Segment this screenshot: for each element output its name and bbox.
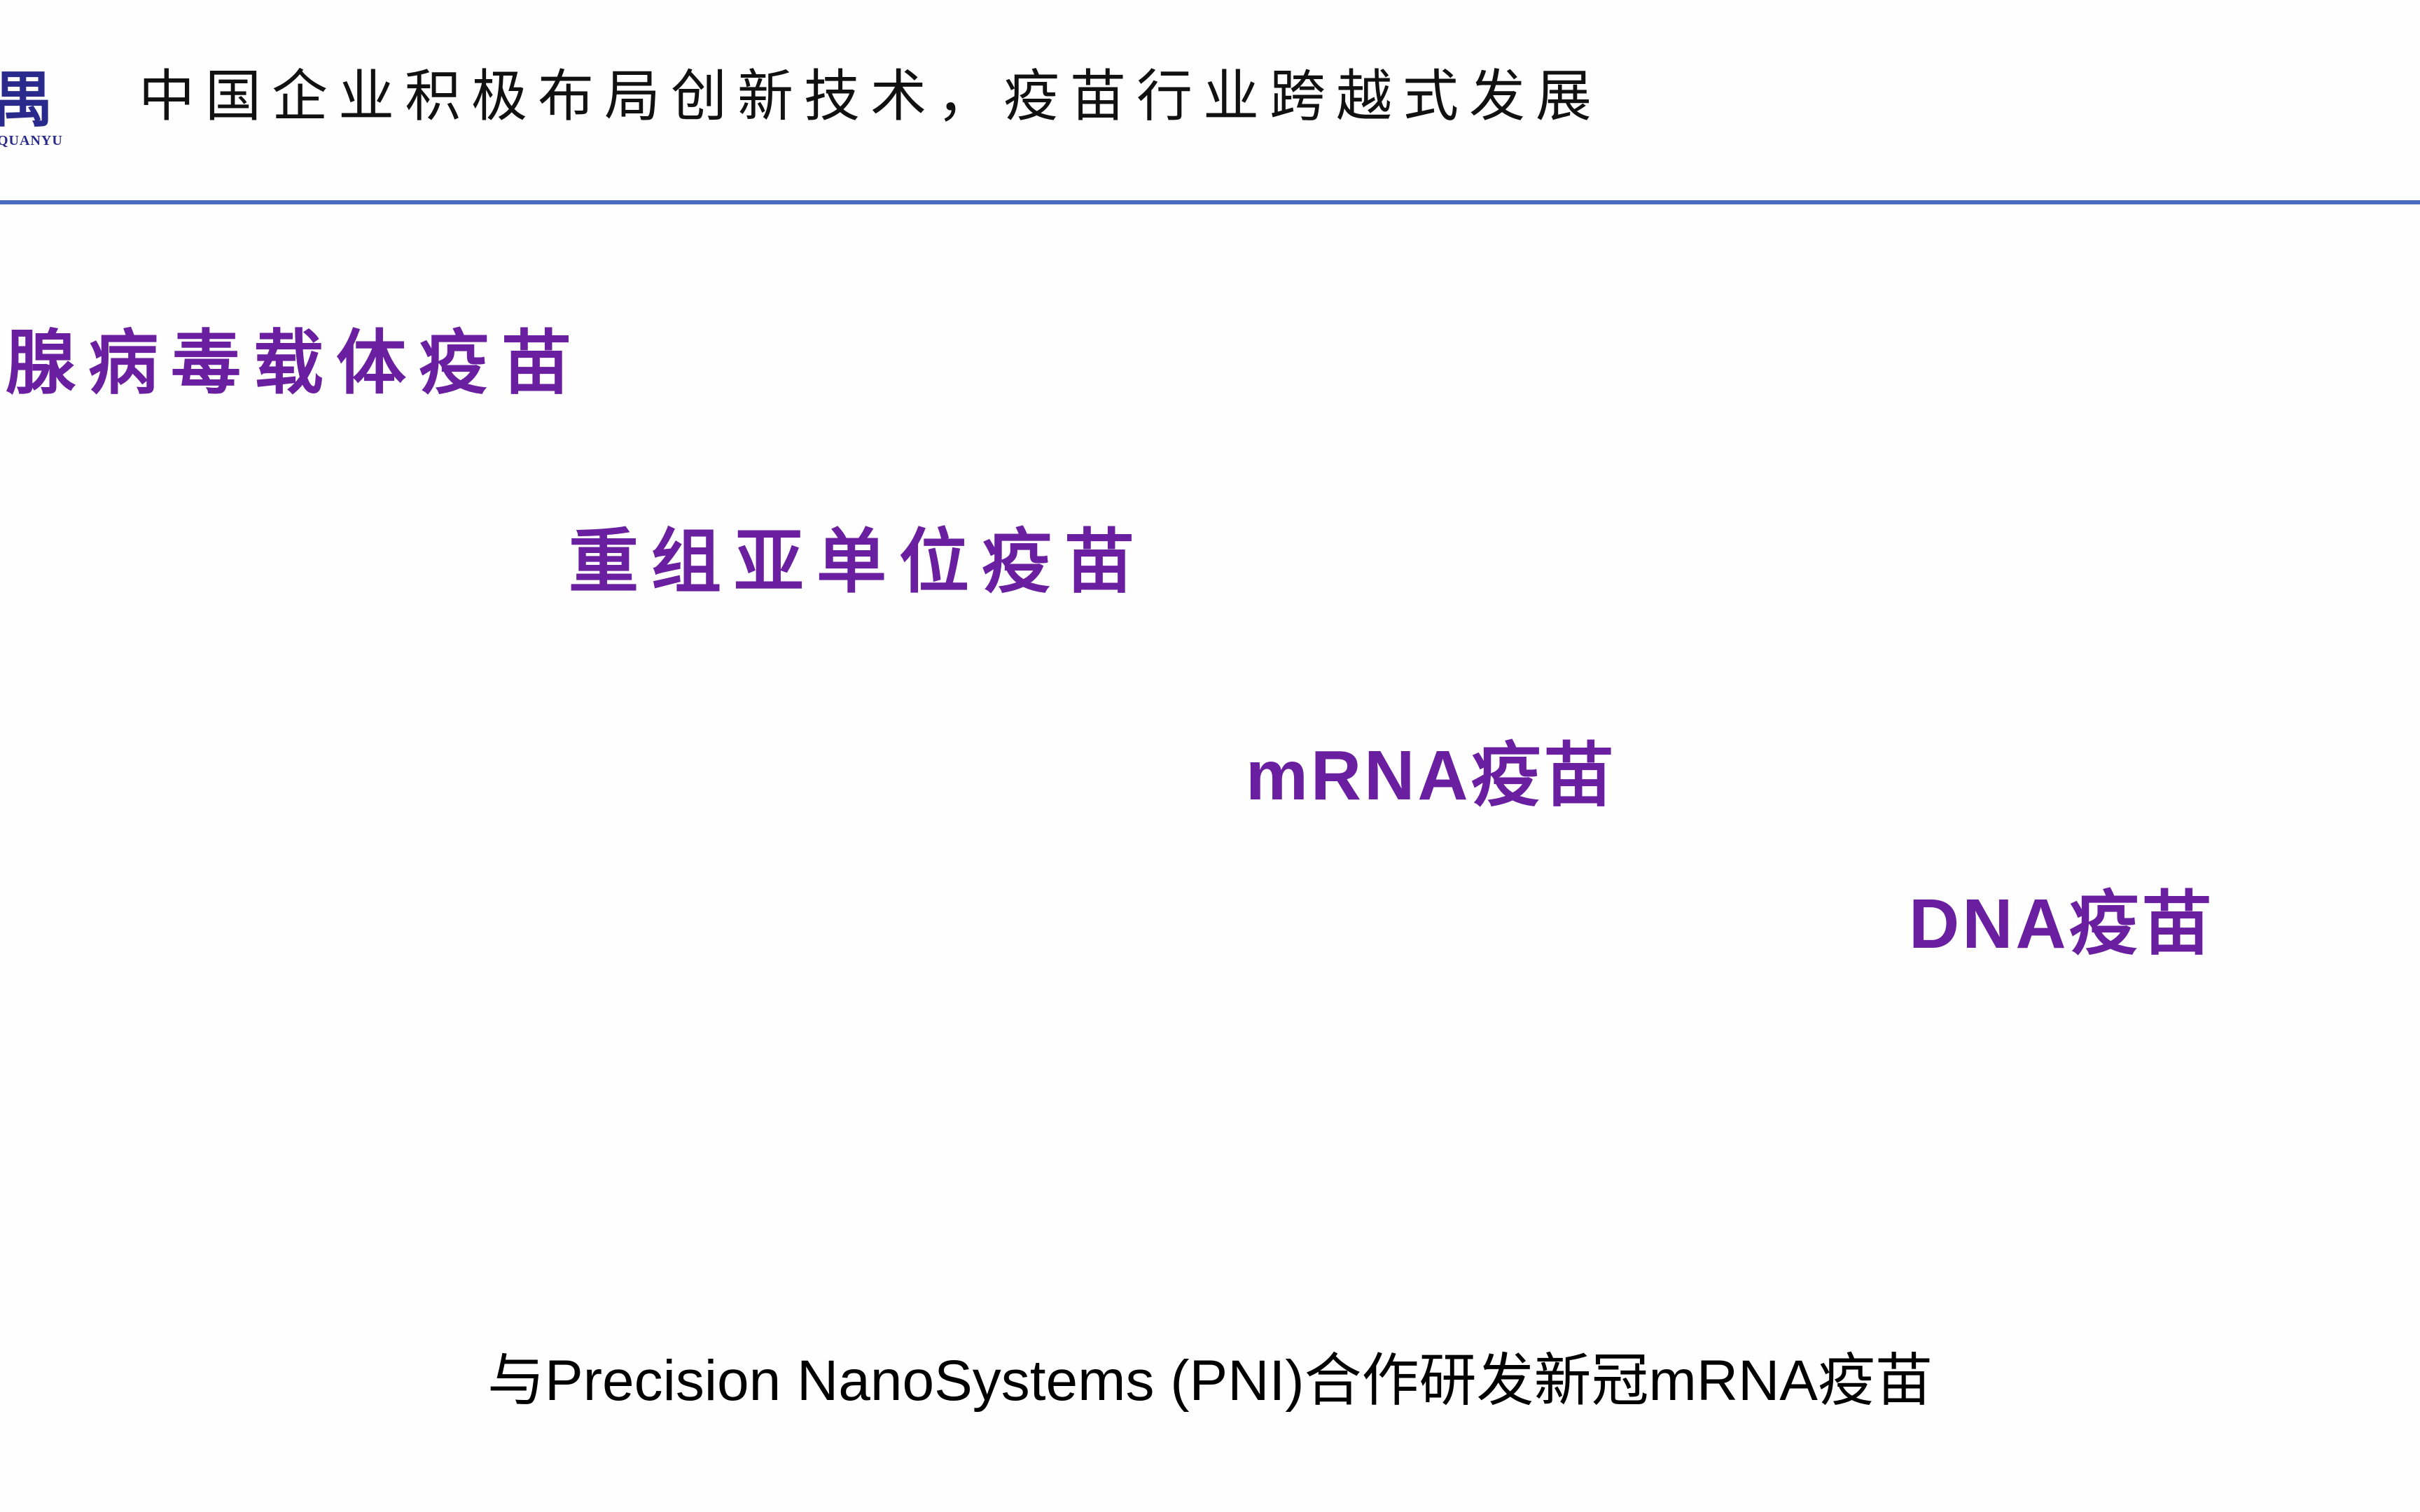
slide-title: 中国企业积极布局创新技术，疫苗行业跨越式发展 — [139, 64, 1602, 129]
header-divider — [0, 200, 2420, 204]
item-dna-vaccine: DNA疫苗 — [1909, 885, 2215, 963]
item-adenovirus-vector-vaccine: 腺病毒载体疫苗 — [6, 321, 584, 404]
logo-subtitle: QUANYU — [0, 133, 63, 148]
logo-mark: 禺 — [0, 64, 53, 135]
item-mrna-vaccine: mRNA疫苗 — [1246, 736, 1617, 815]
item-recombinant-subunit-vaccine: 重组亚单位疫苗 — [569, 520, 1147, 603]
subtitle-caption: 与Precision NanoSystems (PNI)合作研发新冠mRNA疫苗 — [487, 1349, 1933, 1413]
